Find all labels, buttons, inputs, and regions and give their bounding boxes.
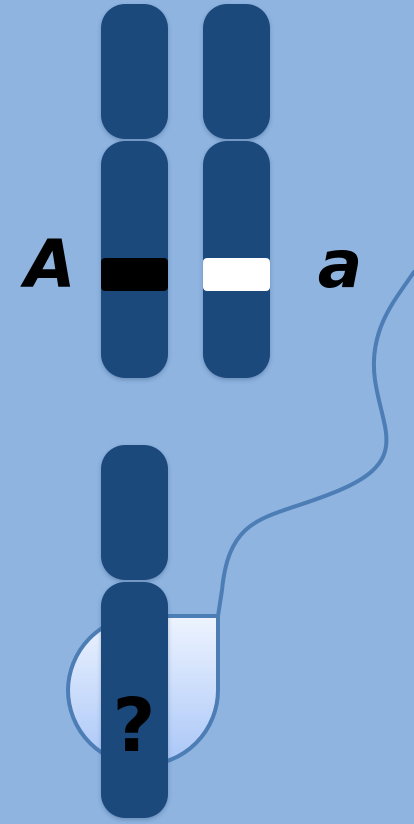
- chromosome-arm-upper: [203, 4, 270, 139]
- chromosome-recessive: [203, 4, 270, 378]
- unknown-allele-mark: ?: [113, 683, 156, 769]
- chromosome-arm-upper: [101, 4, 168, 139]
- recessive-allele-band: [203, 258, 270, 291]
- recessive-allele-label: a: [318, 226, 363, 303]
- dominant-allele-label: A: [19, 226, 75, 303]
- chromosome-dominant: [101, 4, 168, 378]
- dominant-allele-band: [101, 258, 168, 291]
- chromosome-arm-upper: [101, 445, 168, 580]
